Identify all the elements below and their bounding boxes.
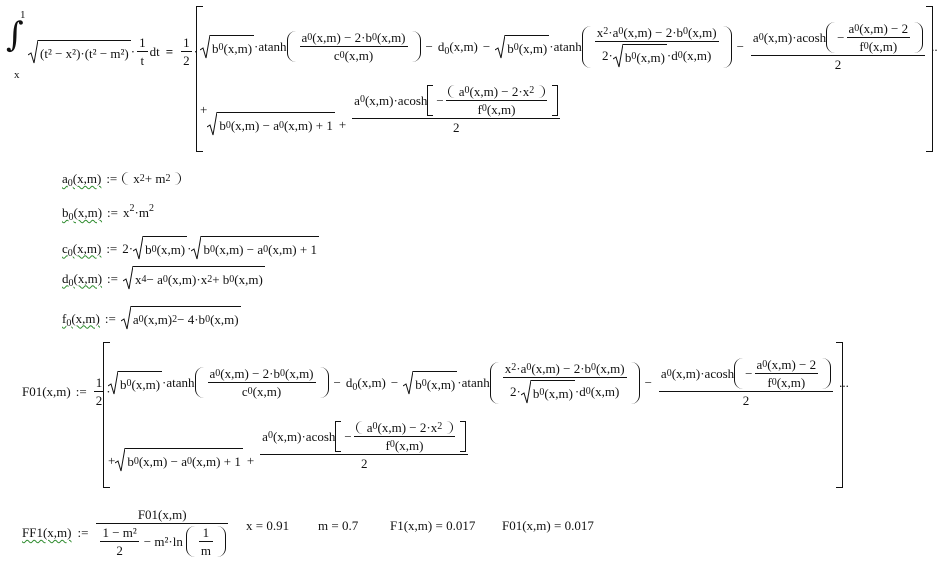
result-left-bracket bbox=[196, 6, 203, 152]
def-F01-lhs: F01(x,m) bbox=[22, 384, 71, 399]
def-b0[interactable]: b0(x,m) := x2·m2 bbox=[62, 203, 154, 223]
integrand-sqrt: (t² − x²)·(t² − m²) bbox=[28, 39, 131, 64]
result-x[interactable]: x = 0.91 bbox=[246, 518, 290, 533]
def-FF1-lhs: FF1(x,m) bbox=[22, 525, 72, 540]
result-F01[interactable]: F01(x,m) = 0.017 bbox=[502, 518, 594, 533]
def-a0-lhs: a0(x,m) bbox=[62, 171, 102, 189]
integrand-radicand: (t² − x²)·(t² − m²) bbox=[38, 39, 131, 64]
result-right-bracket bbox=[926, 6, 933, 152]
integral-sign: ∫ bbox=[6, 15, 24, 55]
evaluate-equals: = bbox=[165, 44, 174, 59]
F01-left-bracket bbox=[103, 342, 110, 488]
integral-dt: dt bbox=[149, 44, 160, 59]
integral-expression[interactable]: ∫ bbox=[6, 18, 24, 52]
F01-right-bracket bbox=[836, 342, 843, 488]
result-F1[interactable]: F1(x,m) = 0.017 bbox=[390, 518, 476, 533]
result-m[interactable]: m = 0.7 bbox=[318, 518, 359, 533]
integral-upper-limit: 1 bbox=[20, 9, 26, 21]
integral-lower-limit: x bbox=[14, 69, 20, 81]
